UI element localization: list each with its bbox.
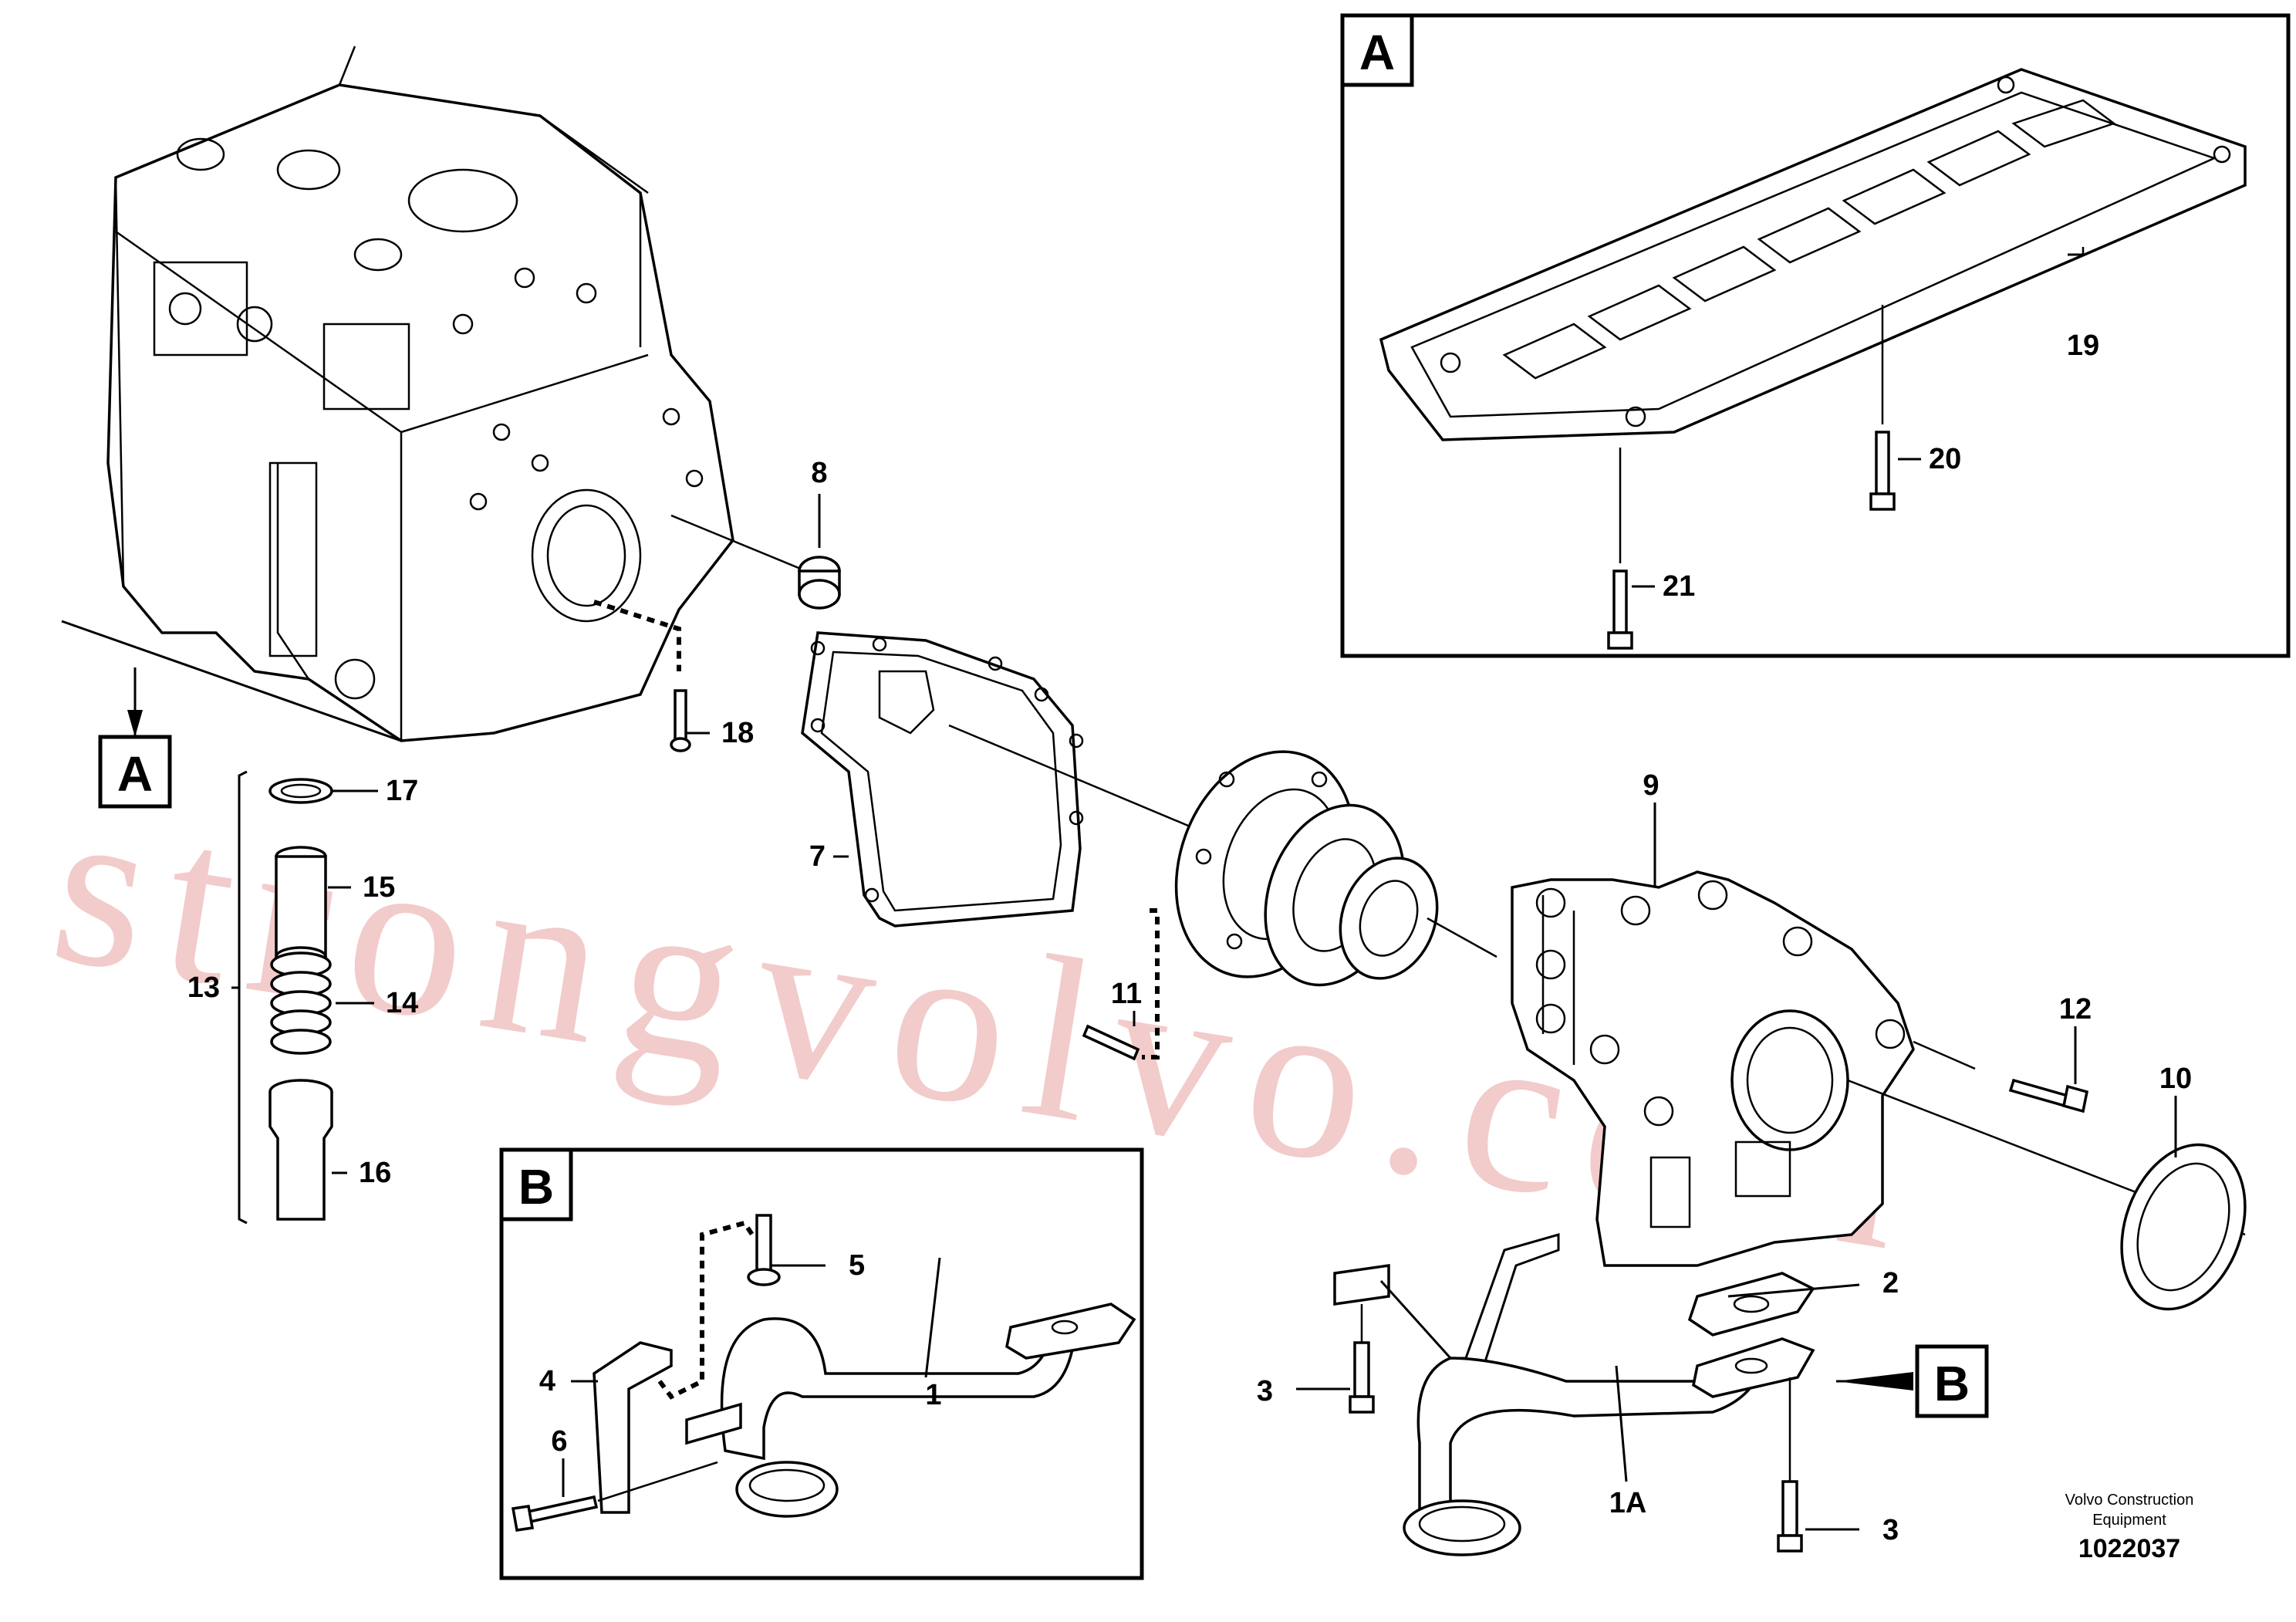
callout-4: 4 (539, 1365, 555, 1397)
screw-21 (1607, 569, 1633, 650)
inset-a-panel: A (1340, 13, 2291, 658)
oil-pan-gasket (1379, 68, 2247, 441)
callout-3-right: 3 (1882, 1514, 1899, 1546)
dowel-part (670, 514, 841, 610)
timing-cover-gasket (801, 631, 1084, 928)
svg-text:B: B (1934, 1356, 1970, 1411)
screw-3-left (1349, 1341, 1375, 1414)
bracket-4 (593, 1341, 673, 1514)
credit-line-1: Volvo Construction (2065, 1492, 2194, 1509)
callout-12: 12 (2059, 993, 2092, 1026)
callout-21: 21 (1663, 570, 1695, 603)
callout-11: 11 (1111, 978, 1142, 1010)
oil-pickup-tube-1 (685, 1303, 1136, 1518)
callout-16: 16 (359, 1157, 391, 1189)
credit-line-2: Equipment (2092, 1512, 2166, 1529)
callout-13: 13 (187, 972, 220, 1004)
screw-5 (747, 1214, 781, 1286)
screw-18 (670, 689, 691, 752)
engine-block (106, 46, 734, 742)
callout-15: 15 (363, 871, 395, 904)
callout-14: 14 (386, 987, 418, 1019)
callout-20: 20 (1929, 443, 1961, 475)
callout-9: 9 (1643, 769, 1659, 802)
callout-1: 1 (925, 1379, 941, 1411)
callout-5: 5 (849, 1249, 865, 1282)
callout-2: 2 (1882, 1267, 1899, 1299)
screw-20 (1869, 431, 1896, 511)
callout-17: 17 (386, 775, 418, 807)
gear-assembly (1174, 750, 1439, 987)
callout-1a: 1A (1609, 1487, 1647, 1519)
inset-a-letter: A (1359, 25, 1395, 80)
callout-18: 18 (721, 717, 754, 749)
oil-pump-housing (1511, 870, 1915, 1267)
screw-6 (511, 1495, 599, 1532)
callout-8: 8 (811, 457, 827, 489)
view-marker-b: B (1915, 1344, 1989, 1418)
relief-valve-parts (268, 778, 333, 1221)
callout-3-left: 3 (1257, 1375, 1273, 1407)
inset-b-panel: B (499, 1147, 1144, 1580)
seal-ring (2120, 1143, 2247, 1311)
screw-3-right (1777, 1480, 1803, 1553)
pickup-gasket (1687, 1272, 1815, 1336)
callout-7: 7 (809, 840, 826, 873)
view-marker-a: A (98, 735, 172, 809)
svg-text:A: A (117, 746, 153, 802)
document-number: 1022037 (2078, 1534, 2180, 1563)
inset-b-letter: B (518, 1159, 554, 1215)
callout-19: 19 (2067, 329, 2099, 362)
screw-11 (1082, 1024, 1140, 1061)
screw-12 (2008, 1078, 2089, 1113)
callout-6: 6 (551, 1425, 567, 1458)
oil-pickup-tube-1a (1333, 1233, 1815, 1556)
callout-10: 10 (2159, 1063, 2192, 1095)
